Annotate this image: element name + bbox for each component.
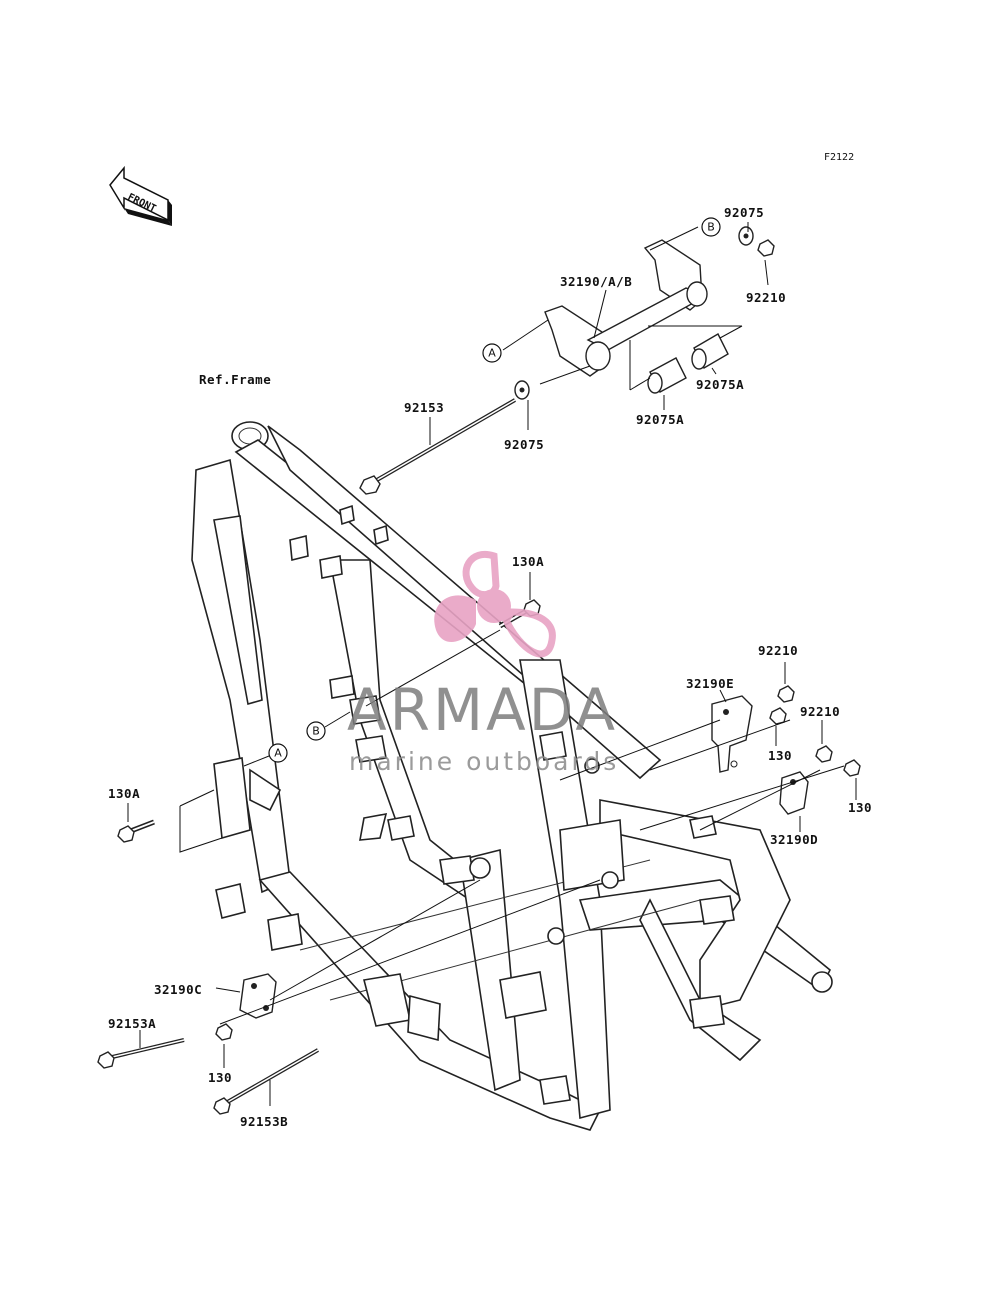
label-92153: 92153 [404,400,444,415]
watermark-tagline: marine outboards [349,747,619,776]
label-ref-frame: Ref.Frame [199,372,271,387]
label-130a-left: 130A [108,786,140,801]
front-arrow-icon: FRONT [109,165,172,226]
marker-b-top: B [701,217,721,237]
nut-92210-right [815,745,833,763]
armada-watermark: ARMADA marine outboards [347,550,619,776]
label-92210-right: 92210 [800,704,840,719]
label-130a-top: 130A [512,554,544,569]
bracket-32190d [779,771,809,815]
label-130-mid: 130 [768,748,792,763]
bracket-32190c [239,973,277,1019]
nut-92210-mid [777,685,795,703]
label-92210-mid: 92210 [758,643,798,658]
marker-a-top: A [482,343,502,363]
armada-propeller-logo-icon [434,550,556,658]
label-92153b: 92153B [240,1114,288,1129]
engine-mount-bracket-assembly [514,226,775,400]
ref-code: F2122 [824,152,854,163]
label-92075-mid: 92075 [504,437,544,452]
label-92075a-left: 92075A [636,412,684,427]
bolt-130-bottom [215,1023,233,1041]
motorcycle-frame [191,421,833,1131]
label-32190c: 32190C [154,982,202,997]
watermark-brand: ARMADA [347,676,618,744]
svg-text:A: A [488,347,496,360]
bolt-92153 [359,398,517,495]
label-32190d: 32190D [770,832,818,847]
bracket-32190e [711,695,753,773]
label-32190e: 32190E [686,676,734,691]
svg-text:A: A [274,747,282,760]
label-92153a: 92153A [108,1016,156,1031]
bolt-130-mid [769,707,787,725]
label-32190ab: 32190/A/B [560,274,632,289]
svg-text:B: B [707,221,715,234]
label-92075a-right: 92075A [696,377,744,392]
svg-text:B: B [312,725,320,738]
label-92210-top: 92210 [746,290,786,305]
bolt-92153a [97,1038,185,1069]
label-130-bottom: 130 [208,1070,232,1085]
marker-b-frame: B [306,721,326,741]
marker-a-frame: A [268,743,288,763]
bolt-130a-left [117,819,155,843]
bolt-92153b [213,1048,319,1115]
bolt-130-right [843,759,861,777]
label-92075-top: 92075 [724,205,764,220]
label-130-right: 130 [848,800,872,815]
